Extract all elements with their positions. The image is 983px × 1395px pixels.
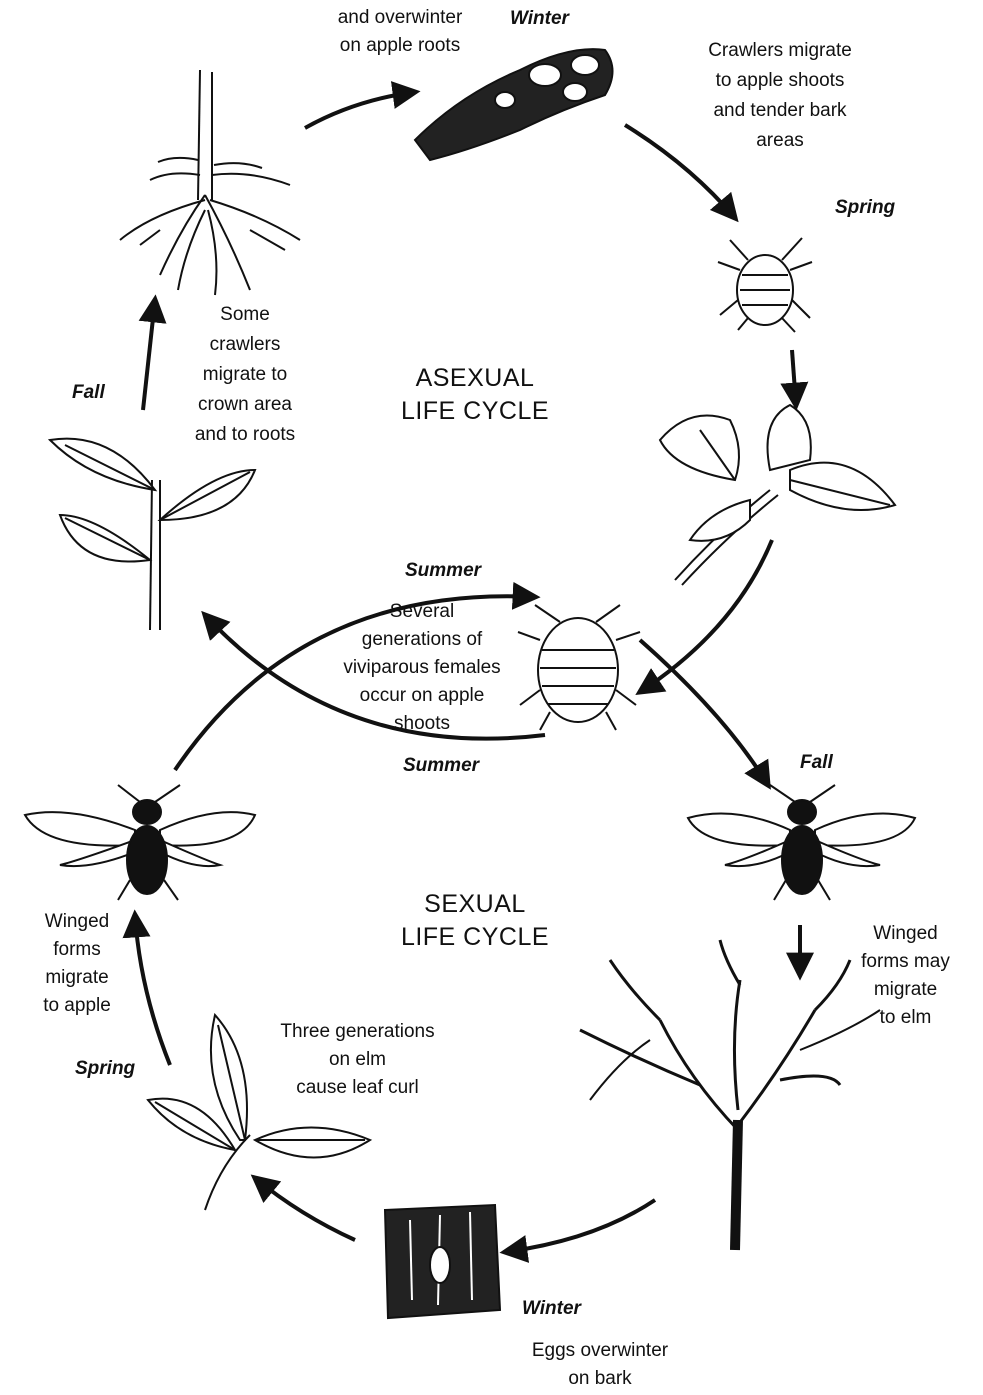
label-line: on apple roots: [315, 32, 485, 60]
arrow-crawler-to-shoot: [792, 350, 796, 405]
season-winter-bottom: Winter: [522, 1298, 581, 1320]
elm-tree-drawing: [580, 940, 880, 1250]
label-line: and overwinter: [315, 4, 485, 32]
label-winged-to-elm: Winged forms may migrate to elm: [838, 920, 973, 1032]
label-three-generations: Three generations on elm cause leaf curl: [255, 1018, 460, 1102]
arrow-shoot-to-female: [640, 540, 772, 692]
label-line: generations of: [322, 626, 522, 654]
label-line: crown area: [160, 390, 330, 420]
crawler-drawing: [718, 238, 812, 332]
label-crawlers-shoots: Crawlers migrate to apple shoots and ten…: [680, 36, 880, 156]
winged-aphid-left-drawing: [25, 785, 255, 900]
label-line: viviparous females: [322, 654, 522, 682]
label-line: on elm: [255, 1046, 460, 1074]
season-winter-top: Winter: [510, 8, 569, 30]
label-viviparous-females: Several generations of viviparous female…: [322, 598, 522, 738]
season-fall-right: Fall: [800, 752, 833, 774]
label-line: and to roots: [160, 420, 330, 450]
label-crawlers-crown: Some crawlers migrate to crown area and …: [160, 300, 330, 450]
label-line: on bark: [505, 1365, 695, 1393]
label-line: crawlers: [160, 330, 330, 360]
label-line: Some: [160, 300, 330, 330]
label-line: migrate to: [160, 360, 330, 390]
root-piece-drawing: [415, 49, 613, 160]
asexual-title-line-2: LIFE CYCLE: [380, 395, 570, 428]
arrow-female-to-winged-fall: [640, 640, 768, 785]
winged-aphid-right-drawing: [688, 785, 915, 900]
label-line: Winged: [838, 920, 973, 948]
arrow-fall-branch-to-roots: [143, 300, 155, 410]
season-spring-right: Spring: [835, 197, 895, 219]
label-line: Winged: [22, 908, 132, 936]
label-line: areas: [680, 126, 880, 156]
apple-roots-drawing: [120, 70, 300, 295]
apple-shoot-drawing: [660, 405, 895, 585]
season-fall-left: Fall: [72, 382, 105, 404]
arrow-roots-to-winter: [305, 92, 415, 128]
elm-bark-drawing: [385, 1205, 500, 1318]
fall-branch-drawing: [50, 439, 255, 630]
label-overwinter-roots: and overwinter on apple roots: [315, 4, 485, 60]
arrow-bark-to-leaves: [255, 1178, 355, 1240]
arrow-elm-to-bark: [505, 1200, 655, 1252]
arrow-leaves-to-winged: [135, 915, 170, 1065]
label-line: forms: [22, 936, 132, 964]
sexual-title-line-2: LIFE CYCLE: [380, 921, 570, 954]
label-line: Three generations: [255, 1018, 460, 1046]
label-line: shoots: [322, 710, 522, 738]
asexual-cycle-title: ASEXUAL LIFE CYCLE: [380, 362, 570, 428]
label-line: Crawlers migrate: [680, 36, 880, 66]
label-line: migrate: [22, 964, 132, 992]
season-summer-bottom: Summer: [403, 755, 479, 777]
label-line: Eggs overwinter: [505, 1337, 695, 1365]
label-line: forms may: [838, 948, 973, 976]
season-summer-top: Summer: [405, 560, 481, 582]
label-eggs-bark: Eggs overwinter on bark: [505, 1337, 695, 1393]
viviparous-female-drawing: [518, 605, 640, 730]
season-spring-left: Spring: [75, 1058, 135, 1080]
asexual-title-line-1: ASEXUAL: [380, 362, 570, 395]
label-line: to apple: [22, 992, 132, 1020]
label-line: to elm: [838, 1004, 973, 1032]
sexual-title-line-1: SEXUAL: [380, 888, 570, 921]
label-line: occur on apple: [322, 682, 522, 710]
label-line: and tender bark: [680, 96, 880, 126]
label-winged-to-apple: Winged forms migrate to apple: [22, 908, 132, 1020]
label-line: to apple shoots: [680, 66, 880, 96]
sexual-cycle-title: SEXUAL LIFE CYCLE: [380, 888, 570, 954]
label-line: migrate: [838, 976, 973, 1004]
label-line: cause leaf curl: [255, 1074, 460, 1102]
label-line: Several: [322, 598, 522, 626]
